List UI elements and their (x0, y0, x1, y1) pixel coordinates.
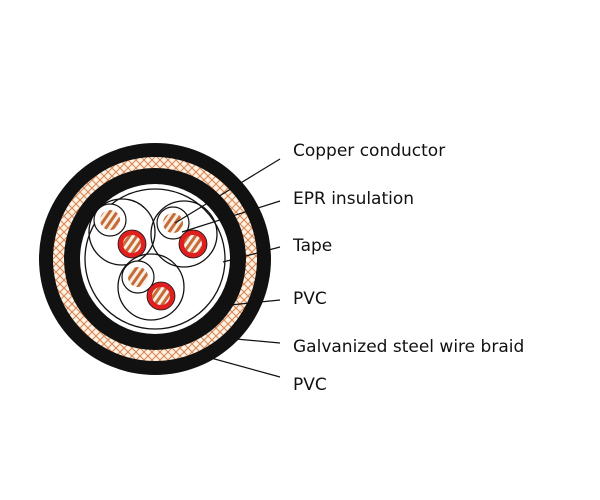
leader-copper (174, 158, 281, 224)
copper-conductor (163, 213, 183, 233)
label-inner-pvc: PVC (293, 289, 327, 309)
label-tape: Tape (293, 236, 333, 256)
copper-conductor (123, 235, 141, 253)
copper-conductor (152, 287, 170, 305)
label-steel-wire-braid: Galvanized steel wire braid (293, 337, 525, 357)
label-epr-insulation: EPR insulation (293, 189, 415, 209)
label-copper-conductor: Copper conductor (293, 141, 446, 161)
copper-conductor (128, 267, 148, 287)
copper-conductor (100, 210, 120, 230)
leader-lines (174, 158, 281, 378)
copper-conductor (184, 235, 202, 253)
pair-1 (88, 198, 156, 266)
pair-2 (150, 200, 218, 268)
tape-outline (84, 188, 226, 330)
leader-tape (222, 246, 281, 263)
leader-inner-pvc (219, 299, 281, 307)
pair-3 (117, 253, 185, 321)
label-outer-pvc: PVC (293, 375, 327, 395)
leader-braid (224, 337, 281, 344)
leader-outer-pvc (199, 354, 281, 378)
leader-epr (181, 200, 281, 233)
